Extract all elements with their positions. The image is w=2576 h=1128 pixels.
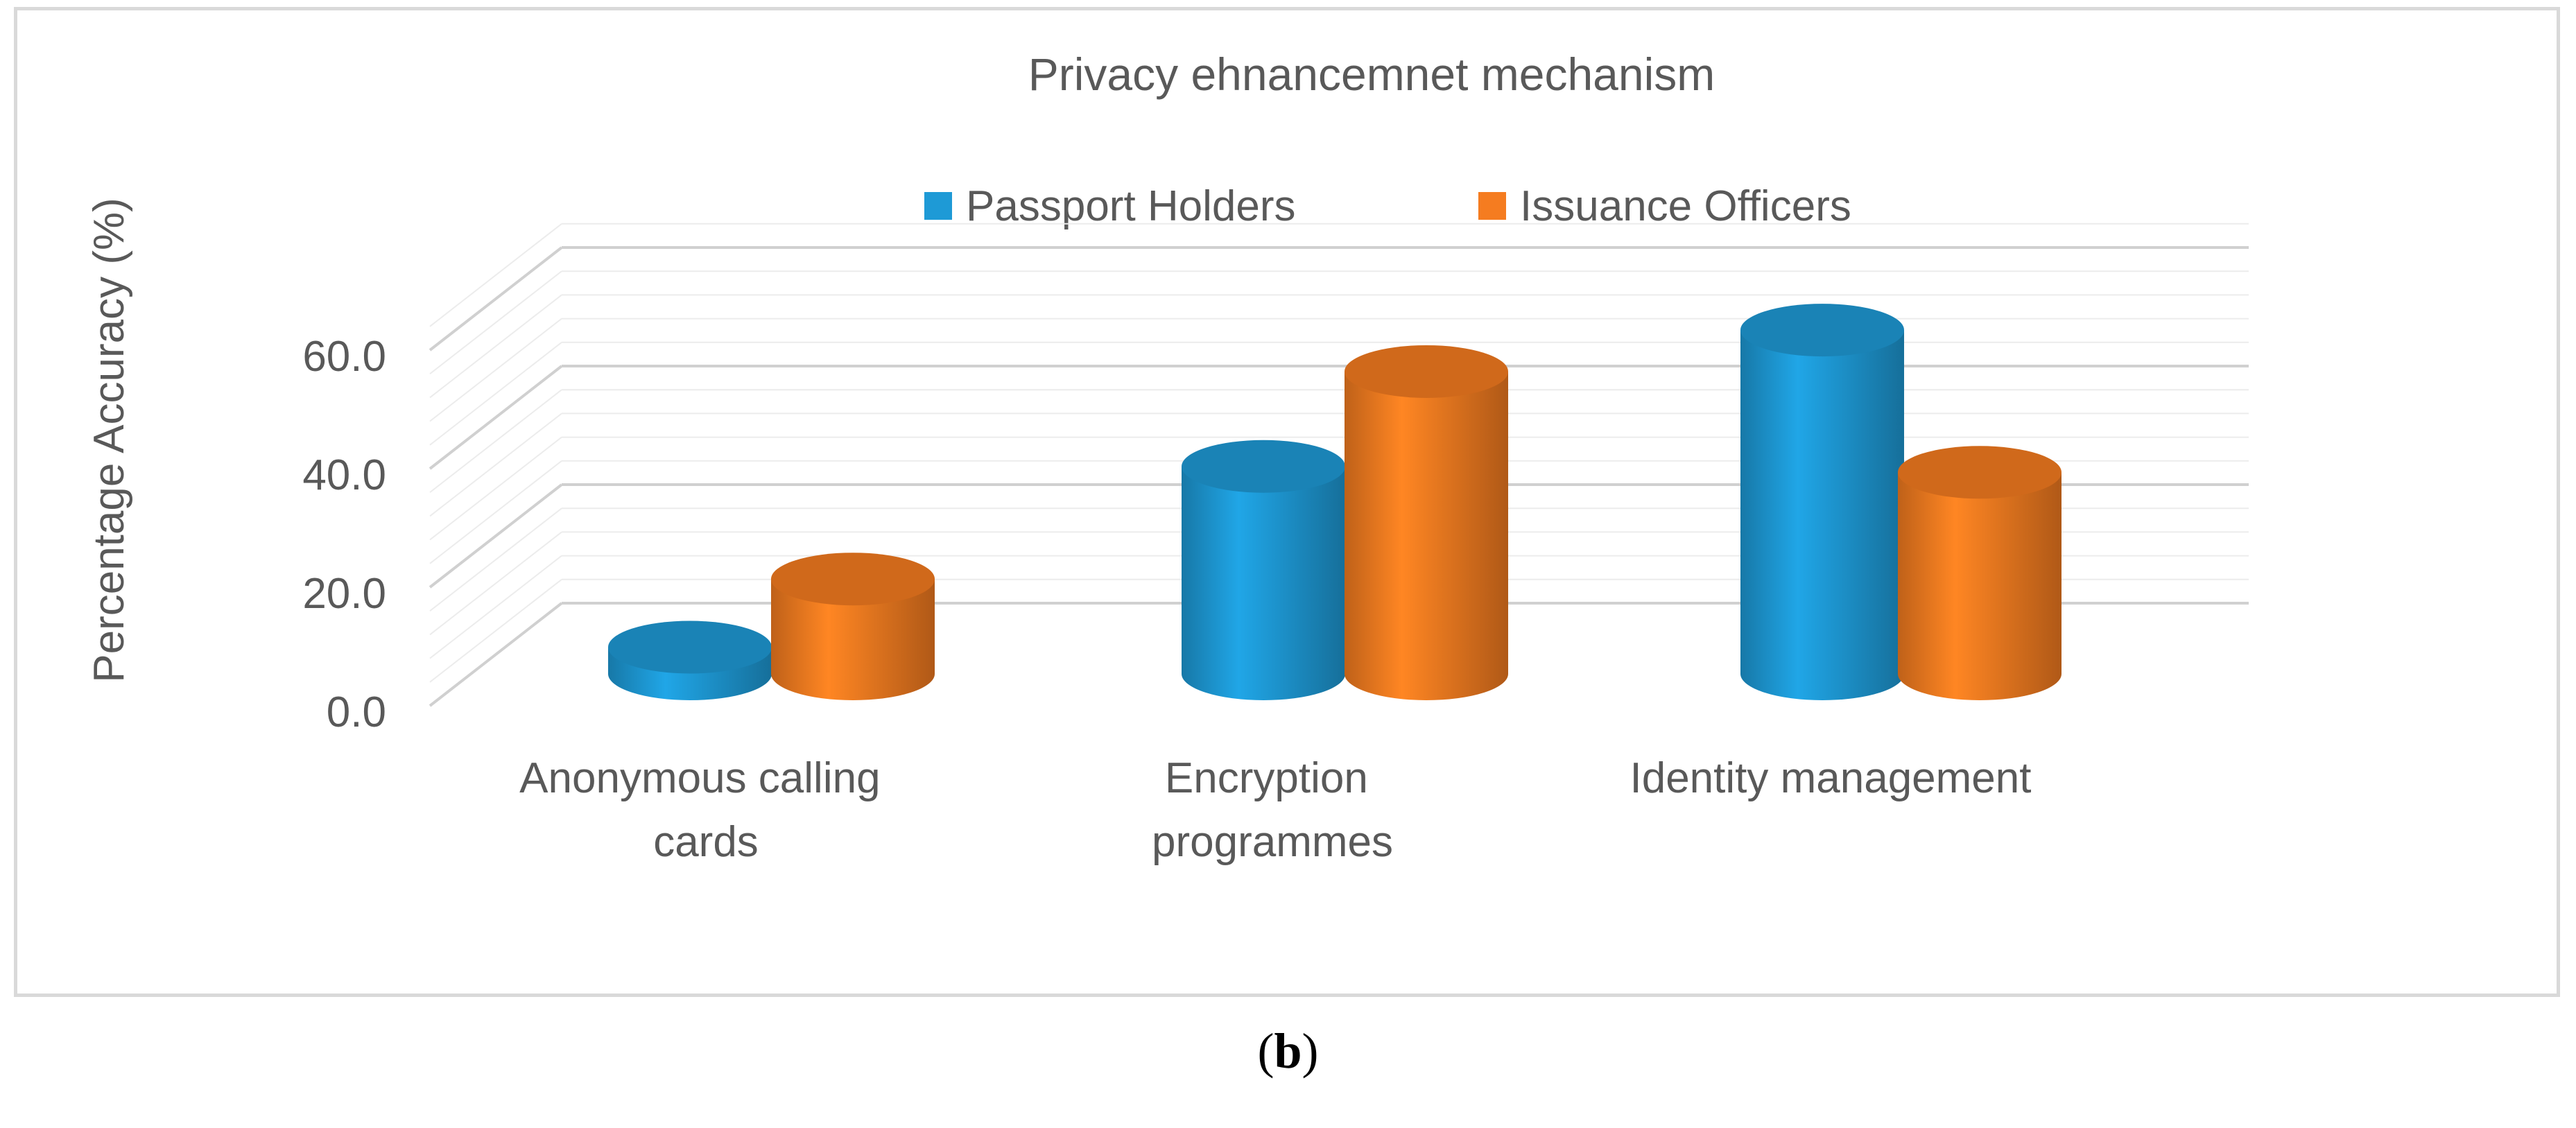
x-axis-labels: Anonymous calling cards Encryption progr… xyxy=(519,754,2031,866)
bar-body xyxy=(1182,466,1345,700)
gridline-diagonal xyxy=(429,436,562,541)
bar-body xyxy=(771,579,935,700)
chart-title: Privacy ehnancemnet mechanism xyxy=(1028,49,1715,100)
x-tick-label-line: Anonymous calling xyxy=(519,754,880,802)
x-tick-label-line: cards xyxy=(653,818,759,866)
gridline-diagonal xyxy=(429,223,562,327)
gridline-diagonal xyxy=(429,342,562,446)
y-tick-label: 60.0 xyxy=(302,333,386,381)
x-tick-label-line: Encryption xyxy=(1165,754,1368,802)
gridline-diagonal xyxy=(429,365,563,470)
gridline-diagonal xyxy=(429,507,562,611)
bar-issuance-officers xyxy=(1898,446,2061,700)
bar-passport-holders xyxy=(608,621,772,700)
x-tick-label: Anonymous calling cards xyxy=(519,754,892,866)
gridline-diagonal xyxy=(429,318,562,422)
figure-caption: (b) xyxy=(0,1023,2576,1080)
bars xyxy=(608,304,2061,701)
x-tick-label: Identity management xyxy=(1630,754,2031,802)
gridline-diagonal xyxy=(429,270,562,374)
bar-body xyxy=(1345,371,1508,700)
legend-label-passport-holders: Passport Holders xyxy=(966,182,1296,230)
y-axis-ticks: 0.0 20.0 40.0 60.0 xyxy=(302,333,386,736)
gridline-diagonal xyxy=(429,531,562,636)
caption-open-paren: ( xyxy=(1257,1023,1274,1079)
bar-passport-holders xyxy=(1740,304,1904,701)
y-axis-label: Percentage Accuracy (%) xyxy=(85,198,133,683)
bar-top xyxy=(771,553,935,606)
y-tick-label: 0.0 xyxy=(327,688,386,736)
bar-top xyxy=(1345,345,1508,398)
gridline-diagonal xyxy=(429,483,563,589)
x-tick-label-line: programmes xyxy=(1152,818,1393,866)
caption-close-paren: ) xyxy=(1302,1023,1319,1079)
gridline-diagonal xyxy=(429,246,563,352)
bar-top xyxy=(1898,446,2061,499)
bar-issuance-officers xyxy=(1345,345,1508,700)
bar-body xyxy=(1740,330,1904,701)
bar-issuance-officers xyxy=(771,553,935,700)
gridline-diagonal xyxy=(429,389,562,493)
gridline-diagonal xyxy=(429,460,562,564)
gridline-diagonal xyxy=(429,602,563,707)
bar-body xyxy=(1898,472,2061,700)
legend-swatch-issuance-officers xyxy=(1478,192,1506,220)
x-tick-label: Encryption programmes xyxy=(1152,754,1393,866)
bar-top xyxy=(608,621,772,674)
bar-passport-holders xyxy=(1182,440,1345,700)
bar-top xyxy=(1740,304,1904,357)
gridline-diagonal xyxy=(429,413,562,517)
bar-top xyxy=(1182,440,1345,493)
x-tick-label-line: Identity management xyxy=(1630,754,2031,802)
bar-chart: Privacy ehnancemnet mechanism Passport H… xyxy=(85,49,2249,866)
legend-label-issuance-officers: Issuance Officers xyxy=(1520,182,1851,230)
gridline-diagonal xyxy=(429,555,562,659)
caption-label: b xyxy=(1274,1023,1302,1079)
legend-swatch-passport-holders xyxy=(924,192,952,220)
gridline-diagonal xyxy=(429,294,562,399)
y-tick-label: 20.0 xyxy=(302,570,386,618)
legend: Passport Holders Issuance Officers xyxy=(924,182,1851,230)
gridline-diagonal xyxy=(429,579,562,683)
y-tick-label: 40.0 xyxy=(302,451,386,499)
